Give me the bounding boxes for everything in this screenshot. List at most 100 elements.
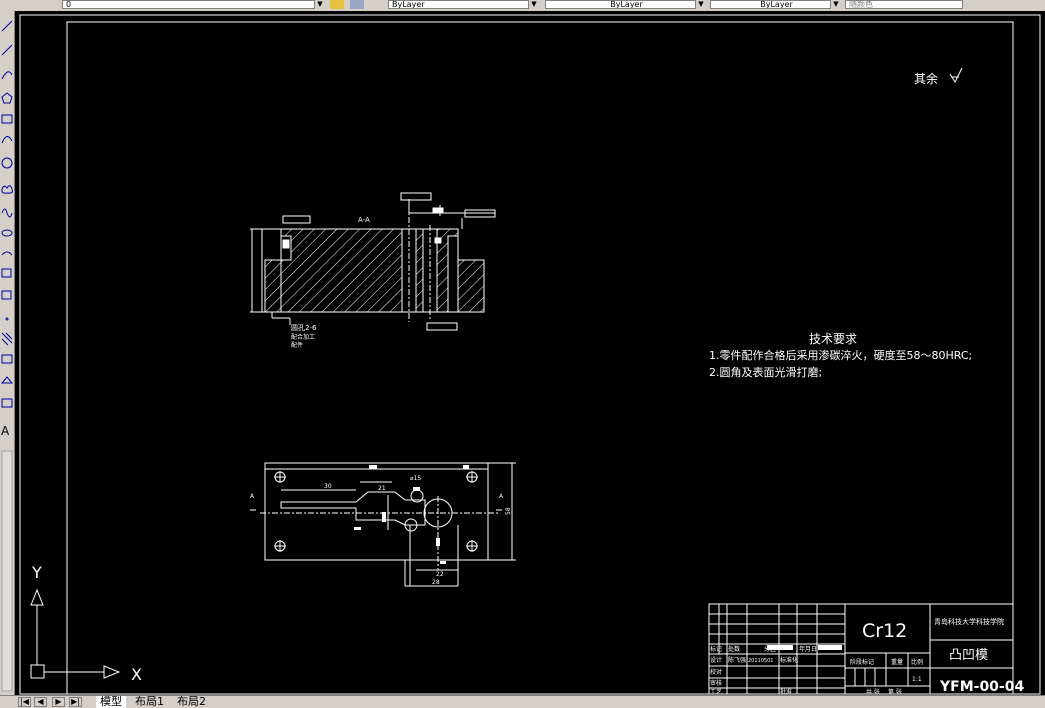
label-process: 工艺 (710, 688, 722, 695)
chevron-down-icon[interactable]: ▼ (528, 0, 539, 9)
tab-layout2[interactable]: 布局2 (177, 695, 206, 708)
gdt-frames (282, 192, 496, 331)
section-view (250, 199, 495, 325)
plan-view (250, 462, 516, 587)
ellipse-arc-icon (1, 251, 13, 256)
insert-block-icon (1, 268, 12, 278)
school-name: 青岛科技大学科技学院 (934, 617, 1004, 626)
draw-toolbar: A (0, 11, 15, 695)
color-dropdown[interactable]: ByLayer (388, 0, 538, 9)
dim-22: 22 (436, 571, 444, 578)
label-mark: 标记 (710, 645, 722, 653)
construction-line-icon (1, 44, 13, 56)
chevron-down-icon[interactable]: ▼ (695, 0, 706, 9)
plan-view-holes (274, 471, 478, 552)
pilot-hole-2 (404, 518, 418, 532)
section-label: A-A (358, 216, 370, 224)
leader-note-3: 配件 (291, 341, 303, 349)
leader-note-2: 配合加工 (291, 333, 315, 341)
drawing-area[interactable]: 其余 (15, 11, 1045, 696)
gdt-frame (426, 322, 458, 331)
material: Cr12 (862, 620, 907, 642)
lineweight-dropdown[interactable]: ByLayer (710, 0, 840, 9)
gdt-frame (282, 215, 311, 224)
gradient-icon (1, 354, 13, 364)
plan-view-marks (354, 465, 469, 564)
region-icon (0, 376, 14, 384)
chevron-down-icon[interactable]: ▼ (830, 0, 841, 9)
cad-drawing[interactable]: 其余 (15, 11, 1045, 696)
label-standard: 标准化 (780, 656, 798, 664)
plate-inner (264, 468, 489, 561)
designer-name: 陈飞强 (728, 656, 746, 664)
spline-icon (1, 208, 13, 218)
label-ratio: 比例 (911, 658, 923, 666)
title-block (708, 603, 1014, 695)
point-icon (5, 317, 9, 321)
linetype-dropdown[interactable]: ByLayer (545, 0, 705, 9)
tech-requirements-title: 技术要求 (809, 332, 857, 346)
ucs-y-label: Y (31, 563, 42, 582)
datum-box (432, 207, 444, 214)
ucs-x-label: X (131, 665, 142, 684)
arc-icon (1, 136, 13, 144)
view-label-a1: A (250, 493, 255, 500)
datum-box (434, 237, 442, 244)
label-date: 年月日 (799, 645, 817, 653)
table-icon (1, 398, 13, 408)
tab-layout1[interactable]: 布局1 (135, 695, 164, 708)
design-date: 20110501 (748, 658, 773, 664)
toolbar-scrollbar (1, 450, 13, 692)
datum-box (282, 239, 290, 249)
layer-icon[interactable] (330, 0, 344, 9)
tech-requirement-2: 2.圆角及表面光滑打磨; (709, 365, 822, 379)
chevron-down-icon[interactable]: ▼ (314, 0, 325, 9)
bore-3 (447, 235, 459, 313)
tab-model[interactable]: 模型 (96, 696, 126, 708)
first-tab-button[interactable]: |◀ (18, 697, 31, 707)
prev-tab-button[interactable]: ◀ (34, 697, 47, 707)
hatch-icon (1, 332, 13, 346)
label-sheets: 共 张 (866, 688, 880, 695)
slot-profile (280, 491, 426, 526)
revision-cloud-icon (1, 185, 13, 194)
dim-28: 28 (432, 579, 440, 586)
circle-icon (1, 157, 13, 169)
sheet-inner-border (66, 21, 1014, 695)
part-name: 凸凹模 (949, 648, 988, 663)
ellipse-icon (1, 229, 13, 237)
rectangle-icon (1, 114, 13, 124)
dim-21: 21 (378, 485, 386, 492)
label-design: 设计 (710, 656, 722, 664)
polygon-icon (1, 92, 13, 104)
plotstyle-dropdown[interactable]: 随颜色 (845, 0, 963, 9)
layer-state-icon[interactable] (350, 0, 364, 9)
dim-58: 58 (505, 507, 512, 515)
label-approve: 批准 (780, 688, 792, 695)
make-block-icon (1, 290, 12, 300)
last-tab-button[interactable]: ▶| (69, 697, 82, 707)
title-block-fills (767, 645, 842, 650)
roughness-note: 其余 (914, 71, 938, 86)
lineweight-value: ByLayer (760, 0, 793, 9)
dim-30: 30 (324, 483, 332, 490)
tech-requirement-1: 1.零件配作合格后采用渗碳淬火，硬度至58～80HRC; (709, 348, 972, 362)
mtext-icon: A (1, 424, 10, 438)
label-count: 处数 (728, 645, 740, 653)
draw-toolbar-icons: A (0, 20, 14, 692)
dim-phi: ⌀15 (410, 475, 421, 482)
section-flange-left (264, 259, 282, 313)
gdt-frame (464, 209, 496, 218)
label-sheet: 第 张 (888, 688, 902, 695)
layer-dropdown[interactable]: 0 (62, 0, 324, 9)
layout-tab-bar: |◀ ◀ ▶ ▶| 模型 布局1 布局2 (0, 695, 1045, 708)
linetype-value: ByLayer (610, 0, 643, 9)
plate-outline (264, 462, 489, 561)
properties-toolbar: 0 ▼ ByLayer ▼ ByLayer ▼ ByLayer ▼ 随颜色 (0, 0, 1045, 12)
line-icon (1, 20, 13, 32)
scale-value: 1:1 (912, 676, 922, 683)
leader-note-1: 圆孔2-6 (291, 324, 317, 332)
ucs-icon (30, 588, 121, 679)
next-tab-button[interactable]: ▶ (52, 697, 65, 707)
label-zone: 分区 (764, 645, 776, 653)
